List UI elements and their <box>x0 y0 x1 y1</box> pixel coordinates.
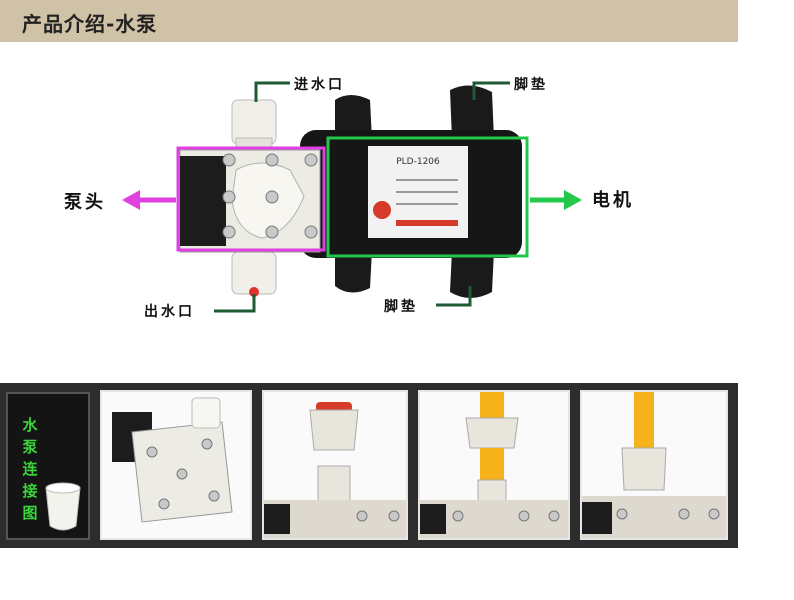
connection-photo-4 <box>580 390 728 540</box>
caption-char: 图 <box>22 504 38 522</box>
inlet-label: 进水口 <box>294 77 345 93</box>
motor-label: 电机 <box>592 190 634 211</box>
connection-strip: 水 泵 连 接 图 <box>0 383 738 548</box>
pump-diagram: PLD-1206 进水口 脚垫 泵头 电机 <box>0 60 738 360</box>
outlet-label: 出水口 <box>144 304 195 320</box>
connection-photo-3 <box>418 390 570 540</box>
fitting-cap-icon <box>45 482 81 531</box>
pump-photo: PLD-1206 <box>122 81 582 313</box>
svg-text:PLD-1206: PLD-1206 <box>396 157 440 167</box>
pump-head-label: 泵头 <box>64 192 106 213</box>
connection-caption-panel: 水 泵 连 接 图 <box>6 392 90 540</box>
caption-char: 连 <box>22 460 38 478</box>
header-bar: 产品介绍-水泵 <box>0 0 738 42</box>
page-title: 产品介绍-水泵 <box>22 12 158 36</box>
caption-char: 接 <box>22 482 38 500</box>
foot-pad-top-label: 脚垫 <box>514 77 548 93</box>
connection-photo-1 <box>100 390 252 540</box>
foot-pad-bottom-label: 脚垫 <box>384 299 418 315</box>
connection-photo-2 <box>262 390 408 540</box>
caption-char: 水 <box>22 416 38 434</box>
caption-char: 泵 <box>22 438 38 456</box>
connection-caption: 水 泵 连 接 图 <box>20 414 40 524</box>
